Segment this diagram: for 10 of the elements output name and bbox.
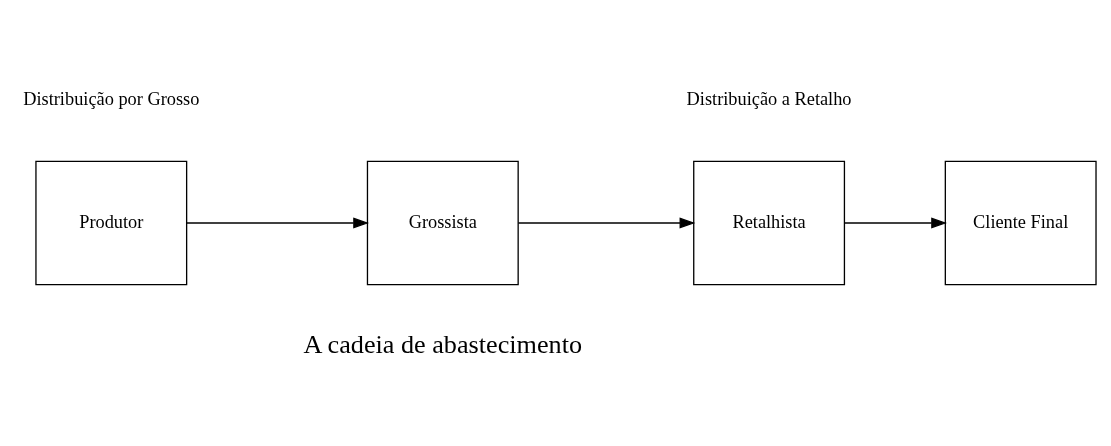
node-box: Grossista <box>366 160 519 286</box>
node-box: Retalhista <box>693 160 846 286</box>
label: A cadeia de abastecimento <box>303 329 583 359</box>
arrow <box>844 217 947 229</box>
node-box: Cliente Final <box>944 160 1097 286</box>
node-box: Produtor <box>35 160 188 286</box>
arrow <box>517 217 696 229</box>
arrow <box>186 217 369 229</box>
label: Distribuição a Retalho <box>686 88 852 109</box>
label: Distribuição por Grosso <box>23 88 200 109</box>
